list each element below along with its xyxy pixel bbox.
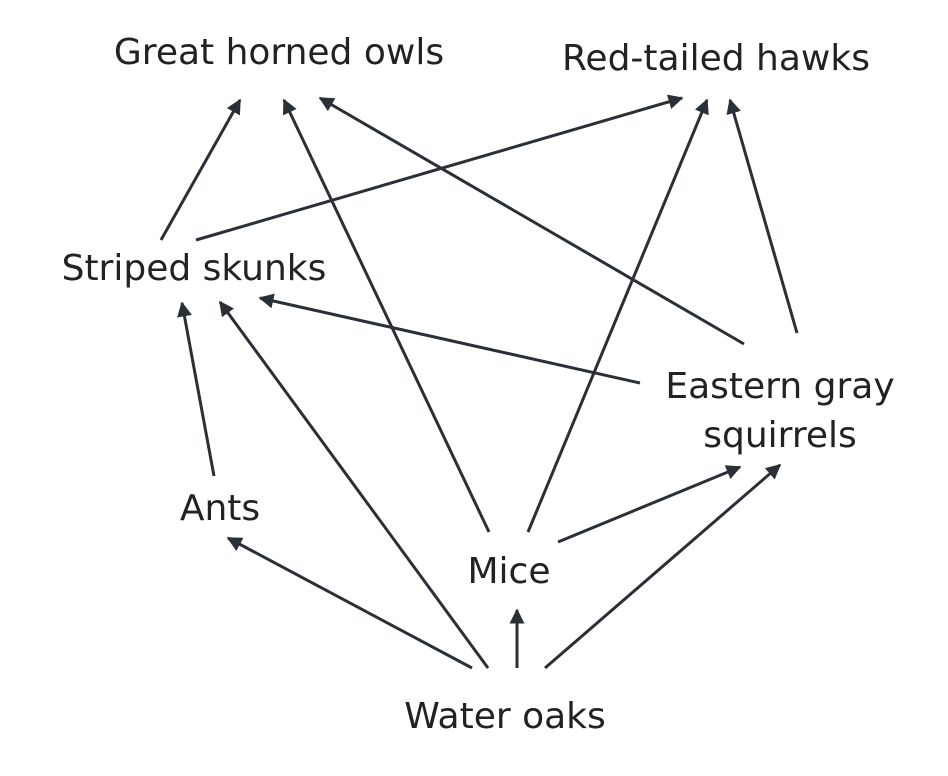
label-mice: Mice: [467, 551, 550, 592]
label-eastern-gray-squirrels-line1: Eastern gray: [665, 366, 894, 407]
arrow-mice-to-great-horned-owls: [282, 98, 491, 533]
arrow-squirrels-to-striped-skunks: [258, 293, 641, 385]
labels-group: Great horned owls Red-tailed hawks Strip…: [62, 32, 895, 737]
label-eastern-gray-squirrels-line2: squirrels: [703, 415, 857, 456]
arrow-water-oaks-to-striped-skunks: [218, 300, 490, 669]
arrow-striped-skunks-to-great-horned-owls: [159, 98, 242, 241]
arrow-water-oaks-to-ants: [226, 536, 473, 670]
arrow-mice-to-squirrels: [557, 465, 742, 544]
label-striped-skunks: Striped skunks: [62, 248, 327, 289]
arrow-water-oaks-to-squirrels: [544, 463, 782, 670]
arrow-squirrels-to-red-tailed-hawks: [726, 98, 799, 334]
arrow-striped-skunks-to-red-tailed-hawks: [195, 94, 684, 242]
arrows-group: [159, 94, 799, 670]
arrow-squirrels-to-great-horned-owls: [318, 96, 745, 346]
arrow-ants-to-striped-skunks: [177, 301, 216, 477]
label-great-horned-owls: Great horned owls: [114, 32, 444, 73]
label-ants: Ants: [180, 488, 260, 529]
label-red-tailed-hawks: Red-tailed hawks: [562, 38, 870, 79]
label-water-oaks: Water oaks: [404, 696, 606, 737]
arrow-mice-to-red-tailed-hawks: [526, 98, 709, 533]
